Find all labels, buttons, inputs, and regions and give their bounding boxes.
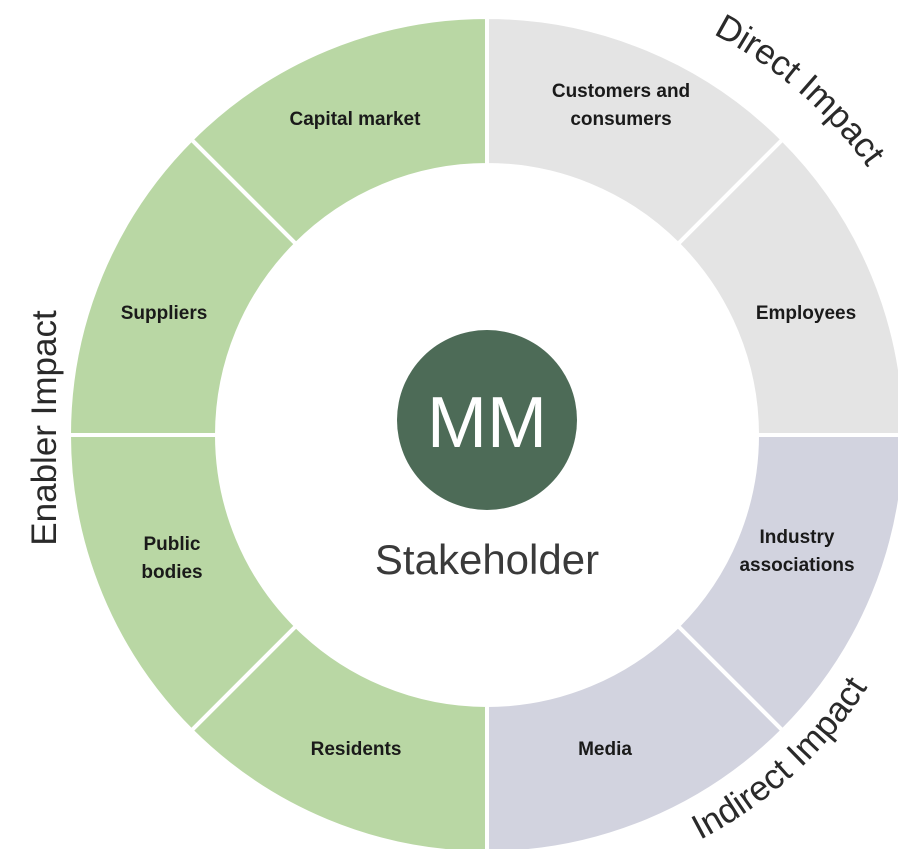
label-employees: Employees bbox=[756, 303, 856, 324]
label-line: Industry bbox=[760, 527, 835, 548]
label-line: associations bbox=[739, 555, 854, 576]
label-media: Media bbox=[578, 739, 632, 760]
mm-logo bbox=[397, 330, 577, 510]
label-capital-market: Capital market bbox=[290, 109, 422, 130]
label-line: Suppliers bbox=[121, 303, 208, 324]
segment-employees bbox=[675, 136, 898, 437]
label-industry: Industry associations bbox=[739, 527, 854, 576]
label-public-bodies: Public bodies bbox=[141, 534, 202, 583]
label-line: consumers bbox=[570, 109, 671, 130]
label-line: Public bbox=[143, 534, 200, 555]
label-line: Media bbox=[578, 739, 632, 760]
label-line: bodies bbox=[141, 562, 202, 583]
segment-media bbox=[485, 623, 786, 849]
label-suppliers: Suppliers bbox=[121, 303, 208, 324]
logo-text: MM bbox=[427, 383, 547, 463]
enabler-impact-label: Enabler Impact bbox=[25, 310, 64, 546]
label-customers: Customers and consumers bbox=[552, 81, 690, 130]
label-line: Customers and bbox=[552, 81, 690, 102]
segment-capital-market bbox=[188, 14, 489, 247]
center-title: Stakeholder bbox=[375, 536, 599, 583]
stakeholder-ring bbox=[66, 14, 898, 849]
label-line: Employees bbox=[756, 303, 856, 324]
label-line: Capital market bbox=[290, 109, 422, 130]
label-line: Residents bbox=[311, 739, 402, 760]
label-residents: Residents bbox=[311, 739, 402, 760]
